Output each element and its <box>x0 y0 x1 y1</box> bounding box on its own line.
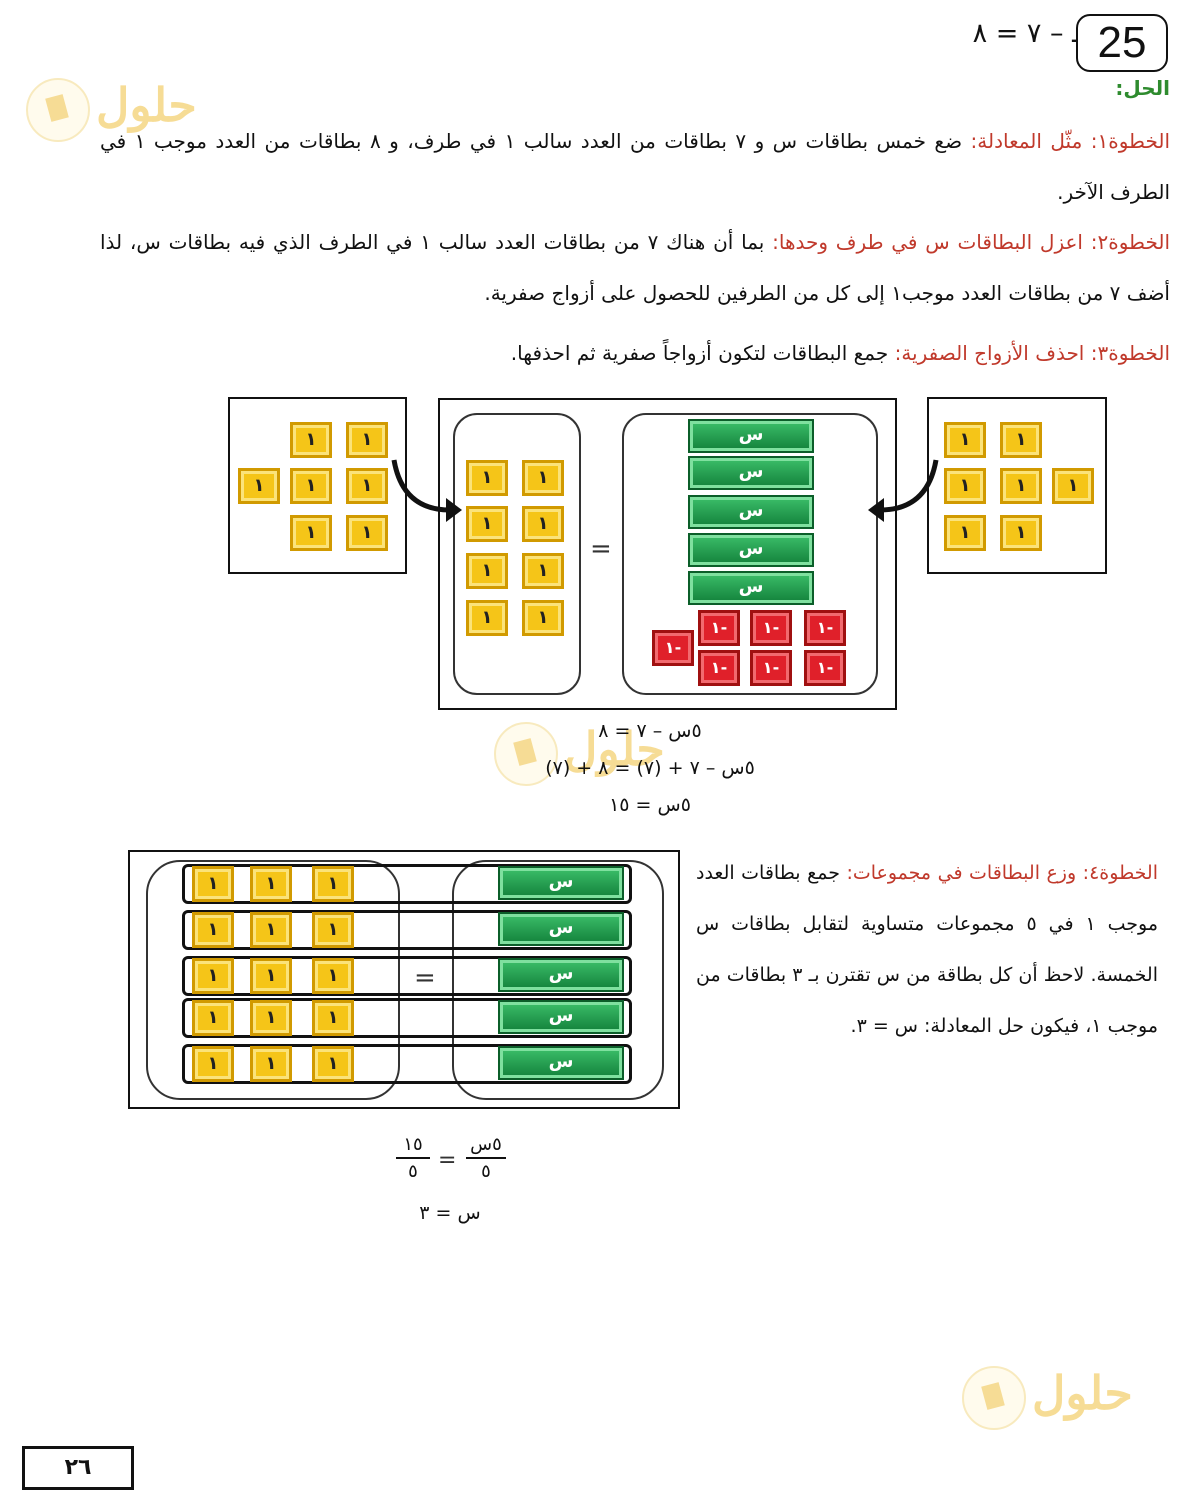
positive-one-tile: ١ <box>346 468 388 504</box>
positive-one-tile: ١ <box>250 1046 292 1082</box>
positive-one-tile: ١ <box>290 515 332 551</box>
positive-one-tile: ١ <box>466 600 508 636</box>
x-tile: س <box>498 1046 624 1080</box>
positive-one-tile: ١ <box>312 1000 354 1036</box>
fraction-rhs: ١٥ ٥ <box>396 1134 430 1182</box>
logo-icon <box>962 1366 1026 1430</box>
step-1-label: الخطوة١: مثّل المعادلة: <box>970 129 1171 153</box>
step-1: الخطوة١: مثّل المعادلة: ضع خمس بطاقات س … <box>100 116 1170 218</box>
positive-one-tile: ١ <box>312 912 354 948</box>
step-4-text: جمع بطاقات العدد موجب ١ في ٥ مجموعات متس… <box>696 862 1159 1037</box>
positive-one-tile: ١ <box>346 515 388 551</box>
fraction-lhs: ٥س ٥ <box>466 1134 506 1182</box>
positive-one-tile: ١ <box>522 553 564 589</box>
fraction-lhs-numerator: ٥س <box>470 1134 502 1155</box>
logo-icon <box>26 78 90 142</box>
positive-one-tile: ١ <box>466 460 508 496</box>
mat-left-side <box>622 413 878 695</box>
tile-group-row <box>182 998 632 1038</box>
page-number: ٢٦ <box>22 1446 134 1490</box>
x-tile: س <box>498 958 624 992</box>
arrow-left-icon <box>391 459 462 522</box>
logo-icon <box>494 722 558 786</box>
x-tile: س <box>498 912 624 946</box>
step-4-label: الخطوة٤: وزع البطاقات في مجموعات: <box>846 862 1158 884</box>
x-tile: س <box>688 456 814 490</box>
x-tile: س <box>688 571 814 605</box>
mat-ones-side <box>146 860 400 1100</box>
positive-one-tile: ١ <box>1000 515 1042 551</box>
step-1-text: ضع خمس بطاقات س و ٧ بطاقات من العدد سالب… <box>100 129 1170 204</box>
step-3: الخطوة٣: احذف الأزواج الصفرية: جمع البطا… <box>100 328 1170 379</box>
x-tile: س <box>498 1000 624 1034</box>
fraction-rhs-denominator: ٥ <box>408 1161 418 1182</box>
fraction-rhs-numerator: ١٥ <box>403 1134 423 1155</box>
equals-sign: = <box>590 534 612 564</box>
negative-one-tile: ١- <box>750 650 792 686</box>
x-tile: س <box>688 419 814 453</box>
x-tile: س <box>498 866 624 900</box>
tile-group-row <box>182 864 632 904</box>
positive-one-tile: ١ <box>312 866 354 902</box>
arrow-right-icon <box>868 459 939 522</box>
negative-one-tile: ١- <box>804 610 846 646</box>
positive-one-tile: ١ <box>250 866 292 902</box>
x-tile: س <box>688 495 814 529</box>
equals-sign: = <box>414 963 436 993</box>
tile-group-row <box>182 1044 632 1084</box>
positive-one-tile: ١ <box>522 460 564 496</box>
positive-one-tile: ١ <box>1052 468 1094 504</box>
step-3-label: الخطوة٣: احذف الأزواج الصفرية: <box>894 341 1170 365</box>
positive-one-tile: ١ <box>522 600 564 636</box>
positive-one-tile: ١ <box>192 958 234 994</box>
positive-one-tile: ١ <box>192 1000 234 1036</box>
question-equation: ـ – ٧ = ٨ <box>972 18 1080 49</box>
positive-one-tile: ١ <box>192 912 234 948</box>
positive-one-tile: ١ <box>192 866 234 902</box>
equation-line-2: ٥س – ٧ + (٧) = ٨ + (٧) <box>545 757 755 779</box>
equation-line-3: ٥س = ١٥ <box>609 794 691 816</box>
step-3-text: جمع البطاقات لتكون أزواجاً صفرية ثم احذف… <box>510 341 895 365</box>
step-2: الخطوة٢: اعزل البطاقات س في طرف وحدها: ب… <box>100 217 1170 319</box>
positive-one-tile: ١ <box>290 422 332 458</box>
positive-one-tile: ١ <box>1000 422 1042 458</box>
fraction-lhs-denominator: ٥ <box>481 1161 491 1182</box>
positive-one-tile: ١ <box>250 958 292 994</box>
tile-group-row <box>182 910 632 950</box>
positive-one-tile: ١ <box>944 515 986 551</box>
positive-one-tile: ١ <box>1000 468 1042 504</box>
positive-one-tile: ١ <box>192 1046 234 1082</box>
tile-group-row <box>182 956 632 996</box>
positive-one-tile: ١ <box>312 958 354 994</box>
positive-one-tile: ١ <box>466 506 508 542</box>
positive-one-tile: ١ <box>290 468 332 504</box>
negative-one-tile: ١- <box>698 650 740 686</box>
positive-one-tile: ١ <box>522 506 564 542</box>
x-tile: س <box>688 533 814 567</box>
positive-one-tile: ١ <box>250 1000 292 1036</box>
mat-x-side <box>452 860 664 1100</box>
step-2-label: الخطوة٢: اعزل البطاقات س في طرف وحدها: <box>772 230 1171 254</box>
equation-line-1: ٥س – ٧ = ٨ <box>598 720 702 742</box>
positive-one-tile: ١ <box>466 553 508 589</box>
positive-one-tile: ١ <box>346 422 388 458</box>
question-number: 25 <box>1076 14 1168 72</box>
positive-one-tile: ١ <box>238 468 280 504</box>
negative-one-tile: ١- <box>652 630 694 666</box>
positive-one-tile: ١ <box>250 912 292 948</box>
final-answer: س = ٣ <box>419 1202 481 1224</box>
solution-label: الحل: <box>1115 76 1170 100</box>
step-4: الخطوة٤: وزع البطاقات في مجموعات: جمع بط… <box>696 848 1158 1052</box>
mat-right-side <box>453 413 581 695</box>
positive-one-tile: ١ <box>944 422 986 458</box>
positive-one-tile: ١ <box>944 468 986 504</box>
positive-one-tile: ١ <box>312 1046 354 1082</box>
equals-sign: = <box>438 1148 457 1173</box>
negative-one-tile: ١- <box>750 610 792 646</box>
negative-one-tile: ١- <box>804 650 846 686</box>
step-2-text: بما أن هناك ٧ من بطاقات العدد سالب ١ في … <box>100 230 1170 305</box>
negative-one-tile: ١- <box>698 610 740 646</box>
